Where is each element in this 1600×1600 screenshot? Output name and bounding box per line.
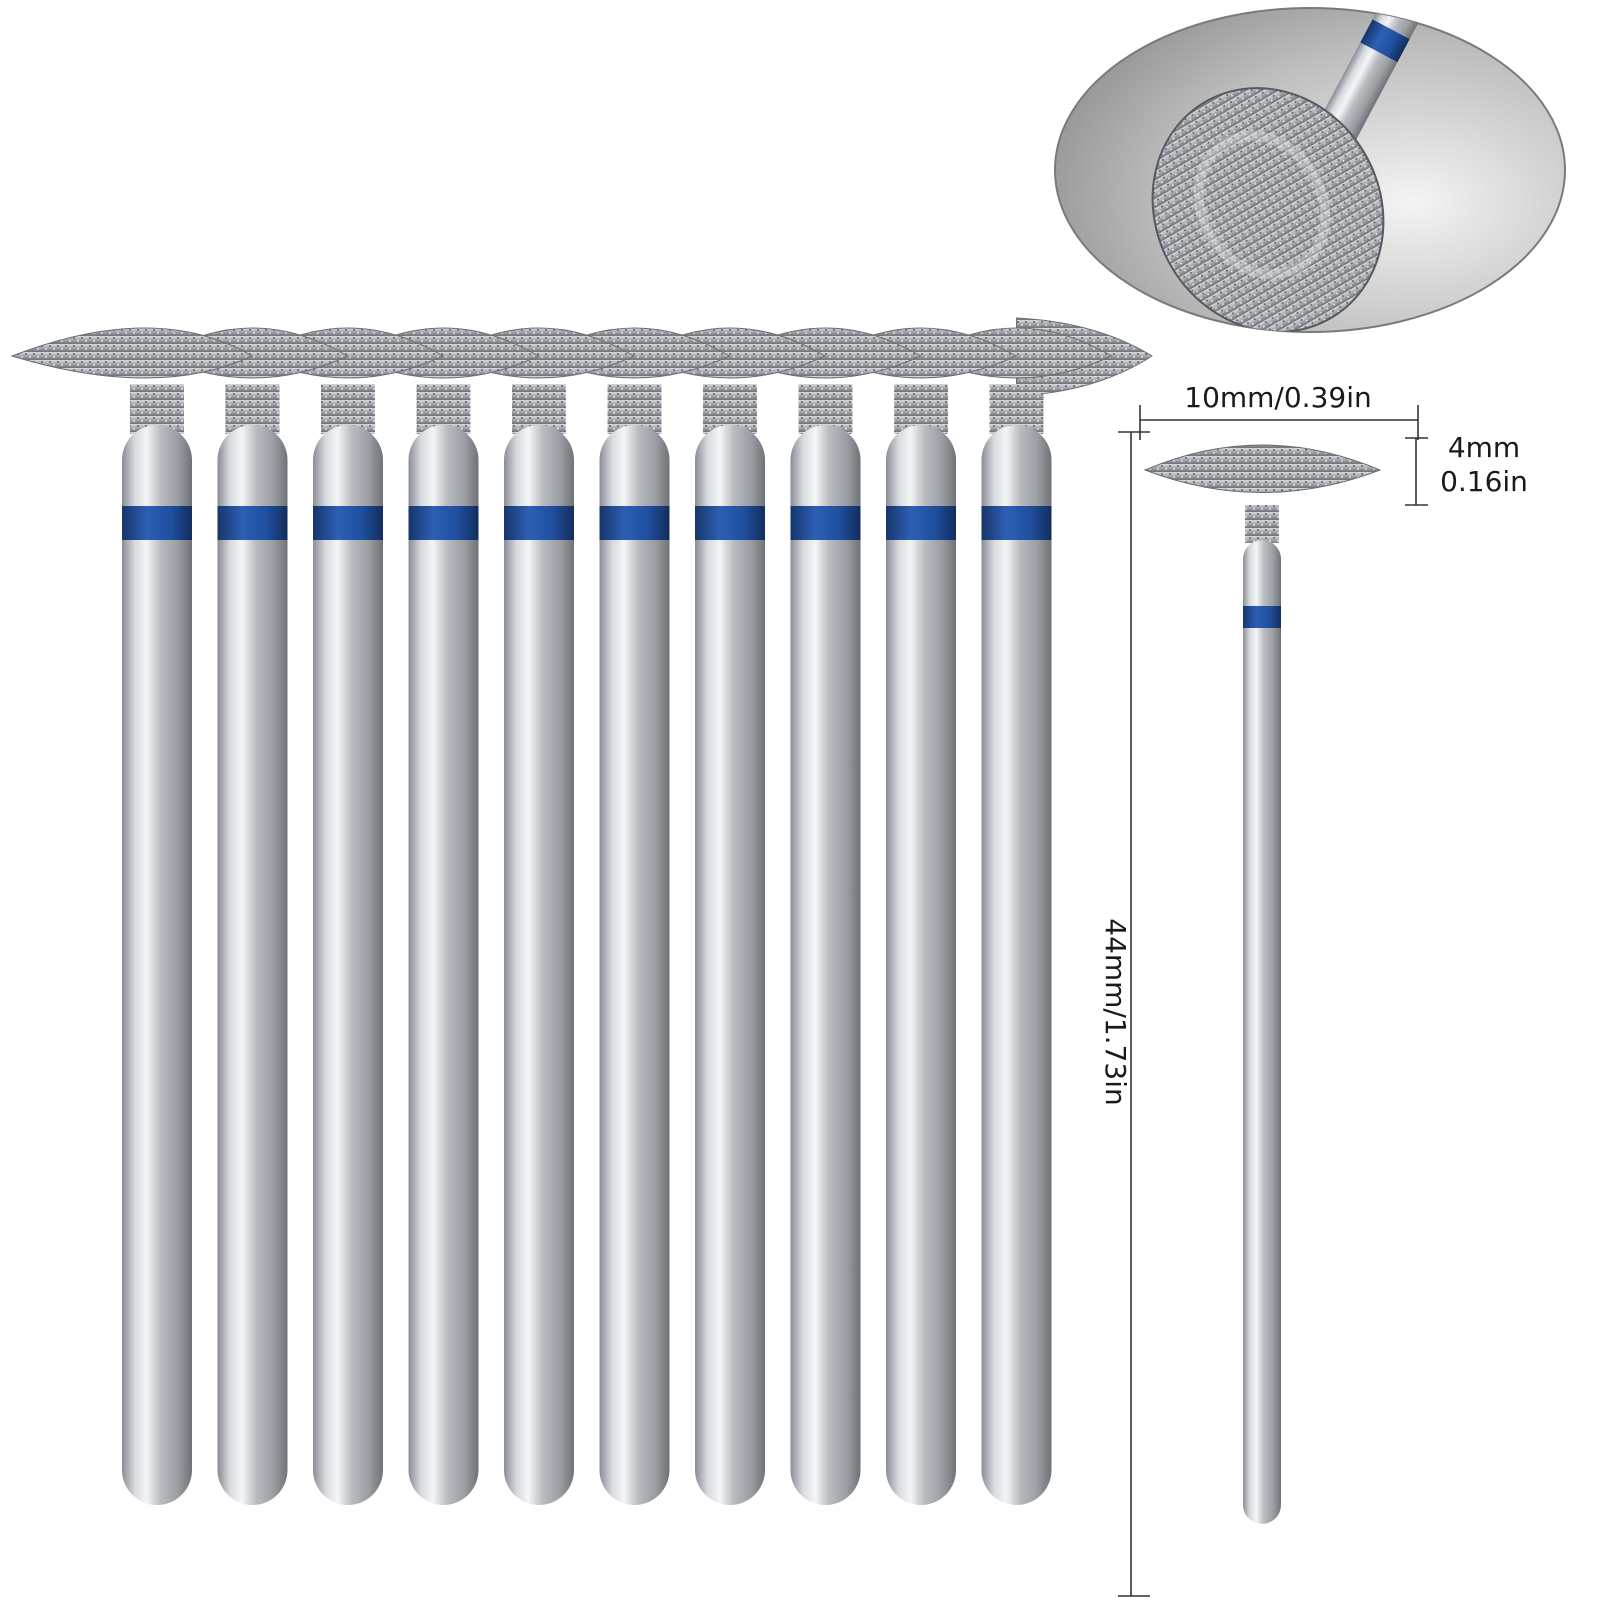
dimension-lines [1118, 405, 1428, 1597]
head-thickness-in-label: 0.16in [1440, 465, 1528, 498]
bit-head [10, 327, 254, 379]
single-bit [1143, 444, 1382, 1524]
bit-shaft [217, 425, 288, 1505]
bit-blue-band [122, 506, 192, 540]
bit-blue-band [599, 506, 670, 540]
bit-shaft [790, 425, 861, 1505]
bit-blue-band [504, 506, 574, 540]
magnified-bit-head-icon [1054, 7, 1566, 333]
bit-shaft [122, 425, 192, 1505]
head-diameter-label: 10mm/0.39in [1184, 381, 1371, 414]
single-bit-neck [1245, 505, 1279, 543]
bit-shaft [599, 425, 670, 1505]
total-length-label: 44mm/1.73in [1099, 918, 1132, 1105]
bit-blue-band [217, 506, 288, 540]
bit-shaft [313, 425, 383, 1505]
bit-blue-band [790, 506, 861, 540]
single-bit-blue-band [1243, 606, 1281, 628]
bit-shaft [504, 425, 574, 1505]
single-bit-head [1143, 444, 1382, 493]
single-bit-shaft [1243, 540, 1281, 1524]
bit-shaft [408, 425, 479, 1505]
bit-shaft [695, 425, 765, 1505]
bit-blue-band [981, 506, 1052, 540]
bit-group [10, 317, 1153, 1505]
bit-blue-band [886, 506, 956, 540]
bit-shaft [981, 425, 1052, 1505]
bit-blue-band [408, 506, 479, 540]
bit-shaft [886, 425, 956, 1505]
bit-blue-band [313, 506, 383, 540]
head-thickness-mm-label: 4mm [1448, 431, 1520, 464]
bit-blue-band [695, 506, 765, 540]
